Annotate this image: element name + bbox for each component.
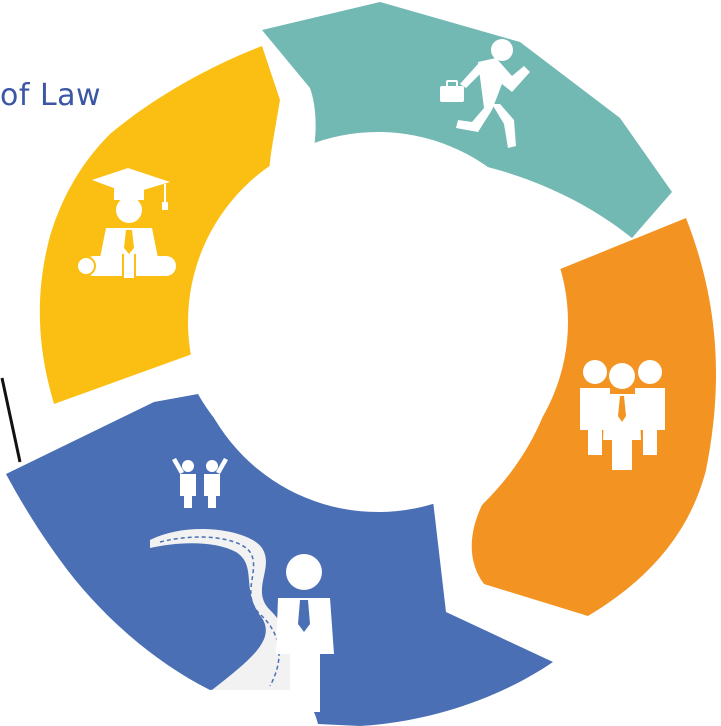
career-road-icon <box>150 458 334 712</box>
segment-teal <box>262 2 672 238</box>
running-businessman-icon <box>440 39 530 148</box>
graduate-icon <box>76 168 176 278</box>
team-of-three-icon <box>580 360 665 470</box>
segment-blue <box>6 394 553 726</box>
inner-circle <box>188 132 568 512</box>
diagram-title-fragment: of Law <box>0 78 102 113</box>
segment-yellow <box>39 46 280 404</box>
connector-line <box>0 377 22 463</box>
